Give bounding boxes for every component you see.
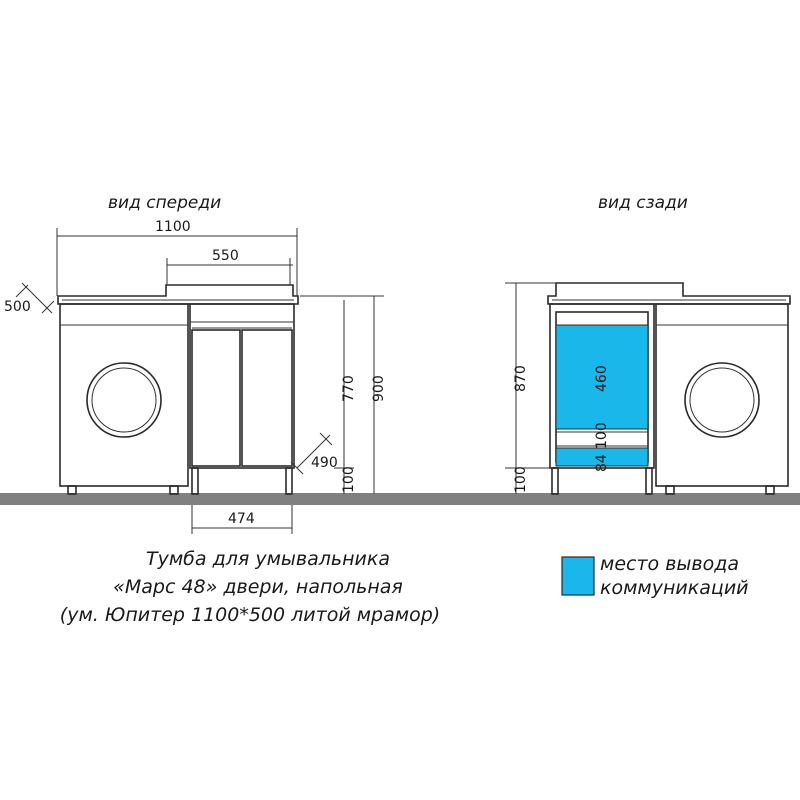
washing-machine-front (59, 303, 189, 487)
dim-width-total: 1100 (155, 219, 191, 235)
dim-back-leg-height: 100 (513, 466, 529, 493)
back-view-title: вид сзади (598, 193, 688, 213)
legend-line-2: коммуникаций (600, 577, 749, 599)
dim-cabinet-depth: 490 (311, 455, 338, 471)
cabinet-door-left (191, 329, 241, 467)
dim-depth: 500 (4, 299, 31, 315)
dim-zone-mid: 100 (594, 422, 610, 449)
dim-cabinet-width: 474 (228, 511, 255, 527)
dim-height-total: 900 (371, 375, 387, 402)
cabinet-door-right (241, 329, 293, 467)
washing-machine-back-door (684, 362, 760, 438)
dim-height-cabinet: 770 (341, 375, 357, 402)
front-view: вид спереди 1100 550 500 (4, 193, 387, 534)
dim-back-height-total: 870 (513, 365, 529, 392)
washing-machine-door (86, 362, 162, 438)
dim-zone-upper: 460 (594, 365, 610, 392)
communications-zone-lower (555, 447, 649, 467)
dim-leg-height: 100 (341, 466, 357, 493)
cabinet-back (549, 303, 655, 469)
legend: место вывода коммуникаций (561, 553, 749, 599)
cabinet-front (189, 303, 295, 469)
dim-width-cabinet: 550 (212, 248, 239, 264)
communications-zone-upper (555, 324, 649, 430)
caption: Тумба для умывальника «Марс 48» двери, н… (60, 548, 440, 626)
caption-line-2: «Марс 48» двери, напольная (113, 576, 403, 598)
dim-zone-lower: 84 (594, 454, 610, 472)
legend-swatch (561, 556, 595, 596)
floor (0, 493, 800, 505)
legend-line-1: место вывода (600, 553, 739, 575)
front-view-title: вид спереди (108, 193, 221, 213)
back-view: вид сзади 460 100 84 870 100 (505, 193, 791, 495)
caption-line-3: (ум. Юпитер 1100*500 литой мрамор) (60, 604, 440, 626)
washing-machine-back (655, 303, 789, 487)
caption-line-1: Тумба для умывальника (146, 548, 390, 570)
